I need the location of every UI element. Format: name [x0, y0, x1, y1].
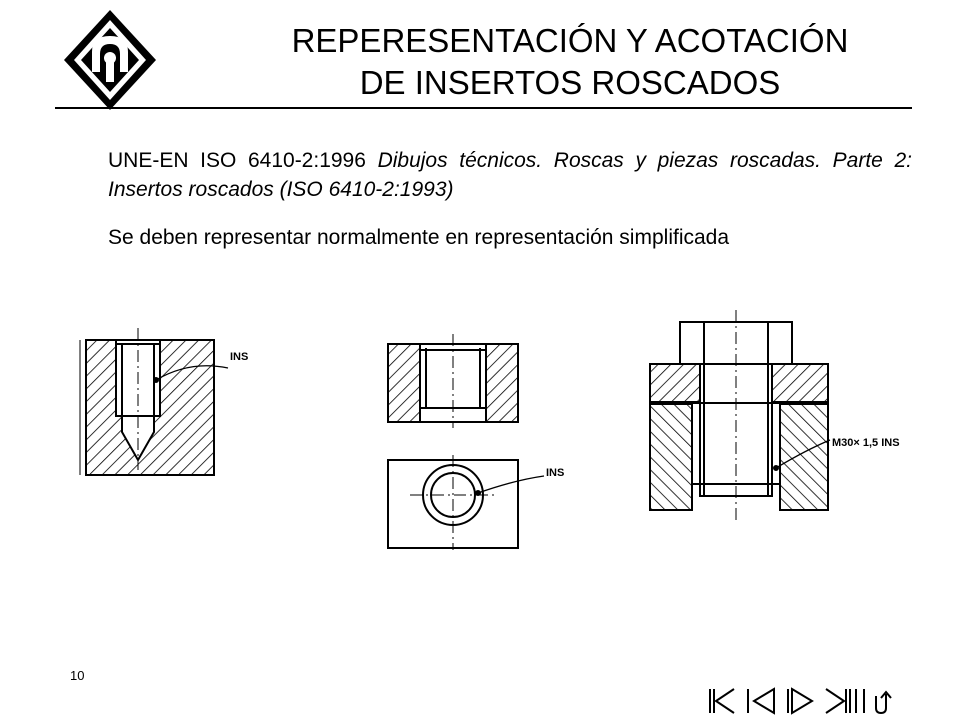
figure-through-hole-insert — [387, 334, 519, 428]
return-icon[interactable] — [860, 686, 900, 716]
figure-insert-top-view — [387, 455, 545, 550]
threaded-insert-drawings: INS INS — [79, 310, 900, 550]
label-c: M30× 1,5 INS — [832, 437, 900, 449]
standard-reference: UNE-EN ISO 6410-2:1996 Dibujos técnicos.… — [108, 146, 912, 204]
label-a: INS — [230, 351, 248, 363]
standard-title: Dibujos técnicos. Roscas y piezas roscad… — [108, 149, 912, 201]
label-b: INS — [546, 467, 564, 479]
body-sentence: Se deben representar normalmente en repr… — [108, 226, 730, 249]
standard-code: UNE-EN ISO 6410-2:1996 — [108, 149, 366, 172]
title-line-2: DE INSERTOS ROSCADOS — [359, 64, 781, 101]
first-slide-button[interactable] — [700, 686, 740, 716]
institution-logo — [64, 10, 156, 110]
slide-navigation — [700, 686, 900, 716]
slide-title: REPERESENTACIÓN Y ACOTACIÓN DE INSERTOS … — [200, 20, 940, 104]
next-slide-button[interactable] — [780, 686, 820, 716]
title-line-1: REPERESENTACIÓN Y ACOTACIÓN — [291, 22, 849, 59]
figure-blind-hole-insert — [79, 328, 229, 476]
title-divider — [55, 107, 912, 109]
last-slide-button[interactable] — [820, 686, 860, 716]
figure-bolted-assembly — [649, 310, 831, 520]
previous-slide-button[interactable] — [740, 686, 780, 716]
page-number: 10 — [70, 668, 85, 683]
